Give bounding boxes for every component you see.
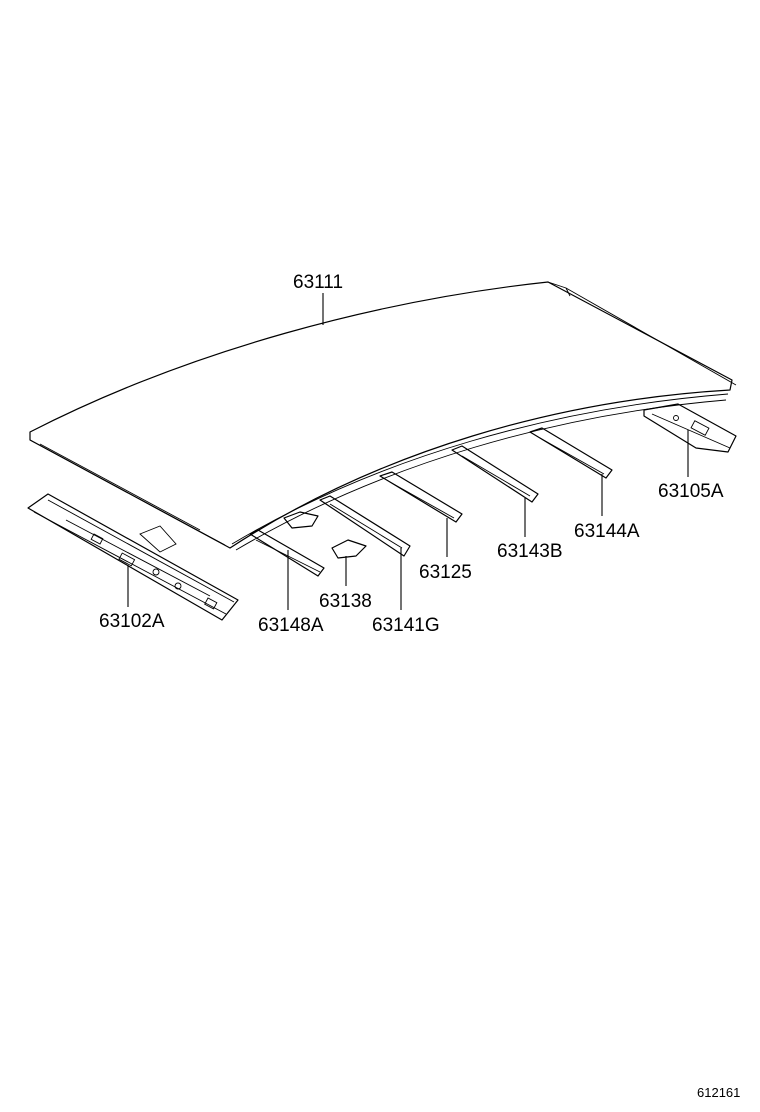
label-front-rail: 63102A [99, 611, 165, 632]
roof-bow-63148a [249, 529, 325, 577]
rear-roof-rail [643, 403, 737, 453]
roof-bow-63125 [379, 471, 463, 523]
roof-bow-63144a [529, 427, 613, 479]
label-bow-63148a: 63148A [258, 615, 324, 636]
label-roof-panel: 63111 [293, 272, 343, 293]
roof-bow-63143b [451, 445, 539, 503]
label-bow-63125: 63125 [419, 562, 472, 583]
roof-panel [29, 281, 737, 551]
roof-bracket-63138 [283, 511, 367, 559]
label-bow-63143b: 63143B [497, 541, 563, 562]
front-roof-rail [27, 493, 239, 621]
label-bow-63141g: 63141G [372, 615, 440, 636]
leader-lines [127, 293, 689, 610]
label-bow-63144a: 63144A [574, 521, 640, 542]
label-bracket-63138: 63138 [319, 591, 372, 612]
label-rear-rail: 63105A [658, 481, 724, 502]
diagram-code: 612161 [697, 1085, 740, 1100]
roof-bow-63141g [319, 495, 411, 557]
